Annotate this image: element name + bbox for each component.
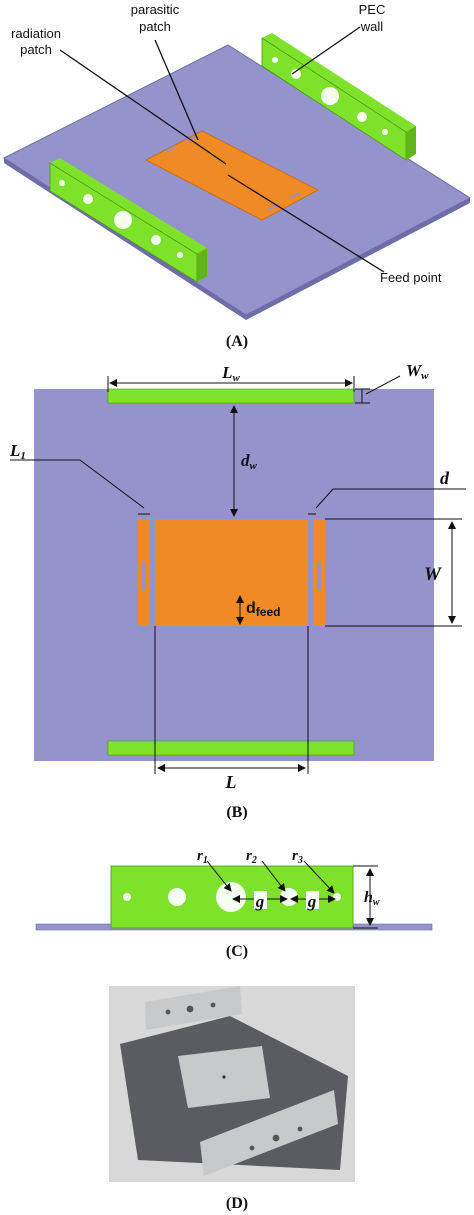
leader-feed-point <box>227 174 385 273</box>
photo-wall-front <box>200 1090 338 1176</box>
label-radiation-patch-2: patch <box>20 42 52 57</box>
wall-hole <box>177 252 183 258</box>
panel-d: (D) <box>109 986 355 1212</box>
slot-right <box>317 562 321 590</box>
pec-wall-front-top <box>50 158 207 254</box>
leader-parasitic-patch <box>154 39 199 141</box>
photo-feed-point <box>222 1075 226 1079</box>
wall-hole <box>151 235 161 245</box>
radiation-patch-top-view <box>155 519 308 626</box>
caption-b: (B) <box>226 804 247 821</box>
photo-hole <box>165 1009 171 1015</box>
wall-hole <box>357 112 367 122</box>
patch-slot-2 <box>165 146 177 153</box>
slot-left <box>142 562 146 590</box>
photo-hole <box>186 1005 194 1013</box>
caption-d: (D) <box>226 1195 248 1212</box>
label-g-1: g <box>255 892 265 911</box>
wall-hole <box>280 888 298 906</box>
label-lw: Lw <box>221 363 240 384</box>
caption-a: (A) <box>226 333 248 350</box>
panel-b: Lw Ww dw L1 d W dfeed L (B) <box>9 361 466 821</box>
patch-3d <box>145 130 319 221</box>
label-l1: L1 <box>9 441 26 462</box>
pec-wall-top-view-lower <box>107 740 355 756</box>
patch-slot-4 <box>267 204 279 211</box>
wall-hole <box>382 129 388 135</box>
label-dw: dw <box>241 451 258 472</box>
label-pec-wall: PEC <box>359 2 386 17</box>
wall-hole <box>291 69 301 79</box>
caption-c: (C) <box>226 943 248 960</box>
leader-r2 <box>261 860 286 892</box>
label-parasitic-patch-2: patch <box>139 19 171 34</box>
label-parasitic-patch: parasitic <box>131 2 180 17</box>
wall-hole <box>123 893 131 901</box>
wall-hole <box>272 57 278 63</box>
label-r2: r2 <box>246 848 257 866</box>
photo-hole <box>297 1126 303 1132</box>
patch-slot-3 <box>289 192 301 199</box>
pec-wall-back-side <box>406 126 416 160</box>
label-radiation-patch: radiation <box>11 26 61 41</box>
g-label-bg-2 <box>306 891 319 909</box>
label-g-2: g <box>307 892 317 911</box>
leader-radiation-patch <box>59 49 227 165</box>
leader-ww <box>365 375 401 395</box>
pec-wall-top-view-upper <box>107 388 355 404</box>
label-feed-point: Feed point <box>380 270 442 285</box>
leader-pec-wall <box>291 26 361 75</box>
leader-d-diag <box>315 488 334 509</box>
label-pec-wall-2: wall <box>360 19 384 34</box>
leader-l1-diag <box>79 459 145 509</box>
photo-hole <box>249 1145 255 1151</box>
label-w: W <box>424 564 442 585</box>
wall-hole <box>83 194 93 204</box>
label-r1: r1 <box>197 848 208 866</box>
substrate-edge-right <box>246 198 470 320</box>
photo-hole <box>210 1002 216 1008</box>
label-hw: hw <box>364 889 380 908</box>
label-d: d <box>440 468 450 488</box>
label-ww: Ww <box>406 361 429 382</box>
wall-hole <box>168 888 186 906</box>
wall-hole <box>333 893 341 901</box>
wall-hole <box>321 87 339 105</box>
wall-hole <box>216 882 246 912</box>
leader-r3 <box>303 860 335 894</box>
pec-wall-front-side <box>197 248 207 282</box>
panel-a: radiation patch parasitic patch PEC wall… <box>2 2 472 350</box>
leader-r1 <box>206 860 232 892</box>
label-dfeed: dfeed <box>246 600 280 619</box>
label-l: L <box>225 772 237 792</box>
photo-wall-back <box>145 986 242 1030</box>
wall-hole <box>114 211 132 229</box>
panel-c: g g r1 r2 r3 hw (C) <box>35 848 433 960</box>
photo-hole <box>272 1134 280 1142</box>
pec-wall-back-face <box>262 33 416 132</box>
g-label-bg-1 <box>254 891 267 909</box>
wall-hole <box>59 180 65 186</box>
label-r3: r3 <box>292 848 303 866</box>
